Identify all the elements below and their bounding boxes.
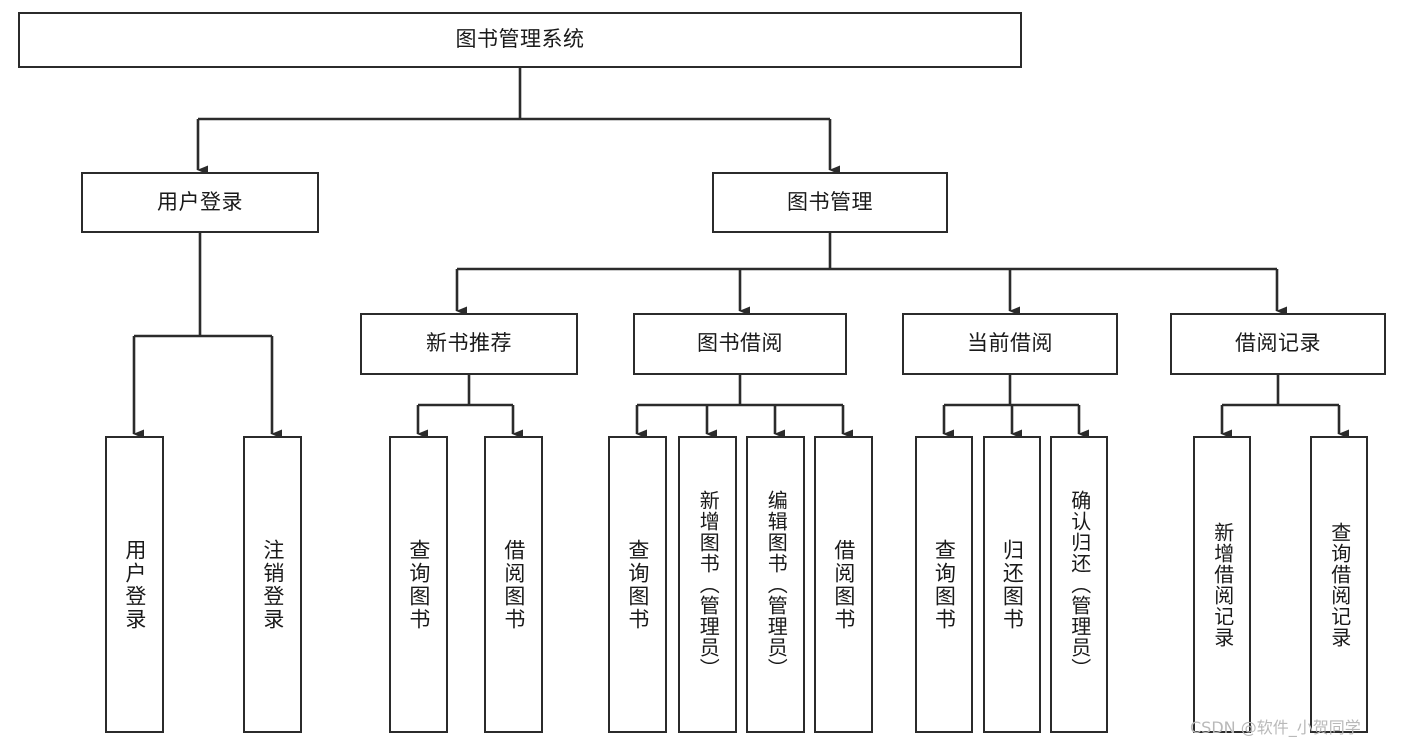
node-leaf-bo-q[interactable]: 查询图书 [608, 436, 667, 733]
node-label-leaf-bo-a: 新增图书（管理员） [696, 490, 721, 679]
node-label-records: 借阅记录 [1235, 331, 1321, 356]
node-label-leaf-re-q: 查询借阅记录 [1327, 521, 1352, 648]
node-leaf-cu-r[interactable]: 归还图书 [983, 436, 1041, 733]
node-leaf-login[interactable]: 用户登录 [105, 436, 164, 733]
node-label-borrow: 图书借阅 [697, 331, 783, 356]
node-bookmgmt[interactable]: 图书管理 [712, 172, 948, 233]
node-leaf-re-q[interactable]: 查询借阅记录 [1310, 436, 1368, 733]
node-label-leaf-cu-c: 确认归还（管理员） [1067, 490, 1092, 679]
node-label-leaf-login: 用户登录 [122, 538, 147, 631]
node-label-newbooks: 新书推荐 [426, 331, 512, 356]
node-borrow[interactable]: 图书借阅 [633, 313, 847, 375]
node-leaf-bo-b[interactable]: 借阅图书 [814, 436, 873, 733]
node-label-leaf-logout: 注销登录 [260, 538, 285, 631]
node-newbooks[interactable]: 新书推荐 [360, 313, 578, 375]
node-records[interactable]: 借阅记录 [1170, 313, 1386, 375]
node-label-leaf-bo-e: 编辑图书（管理员） [764, 490, 789, 679]
node-label-leaf-bo-b: 借阅图书 [831, 538, 856, 631]
node-leaf-bo-e[interactable]: 编辑图书（管理员） [746, 436, 805, 733]
node-label-login: 用户登录 [157, 189, 243, 214]
connector-layer [132, 68, 1349, 439]
node-label-leaf-bo-q: 查询图书 [625, 538, 650, 631]
node-label-bookmgmt: 图书管理 [787, 189, 873, 214]
node-leaf-nb-q[interactable]: 查询图书 [389, 436, 448, 733]
node-label-leaf-cu-q: 查询图书 [932, 538, 957, 631]
node-label-leaf-re-a: 新增借阅记录 [1210, 521, 1235, 648]
node-leaf-bo-a[interactable]: 新增图书（管理员） [678, 436, 737, 733]
node-current[interactable]: 当前借阅 [902, 313, 1118, 375]
node-label-root: 图书管理系统 [455, 27, 585, 52]
node-label-leaf-nb-q: 查询图书 [406, 538, 431, 631]
node-root[interactable]: 图书管理系统 [18, 12, 1022, 68]
node-label-leaf-nb-b: 借阅图书 [501, 538, 526, 631]
node-login[interactable]: 用户登录 [81, 172, 319, 233]
node-leaf-logout[interactable]: 注销登录 [243, 436, 302, 733]
node-leaf-cu-q[interactable]: 查询图书 [915, 436, 973, 733]
node-leaf-re-a[interactable]: 新增借阅记录 [1193, 436, 1251, 733]
node-label-current: 当前借阅 [967, 331, 1053, 356]
node-label-leaf-cu-r: 归还图书 [1000, 538, 1025, 631]
node-leaf-nb-b[interactable]: 借阅图书 [484, 436, 543, 733]
node-leaf-cu-c[interactable]: 确认归还（管理员） [1050, 436, 1108, 733]
